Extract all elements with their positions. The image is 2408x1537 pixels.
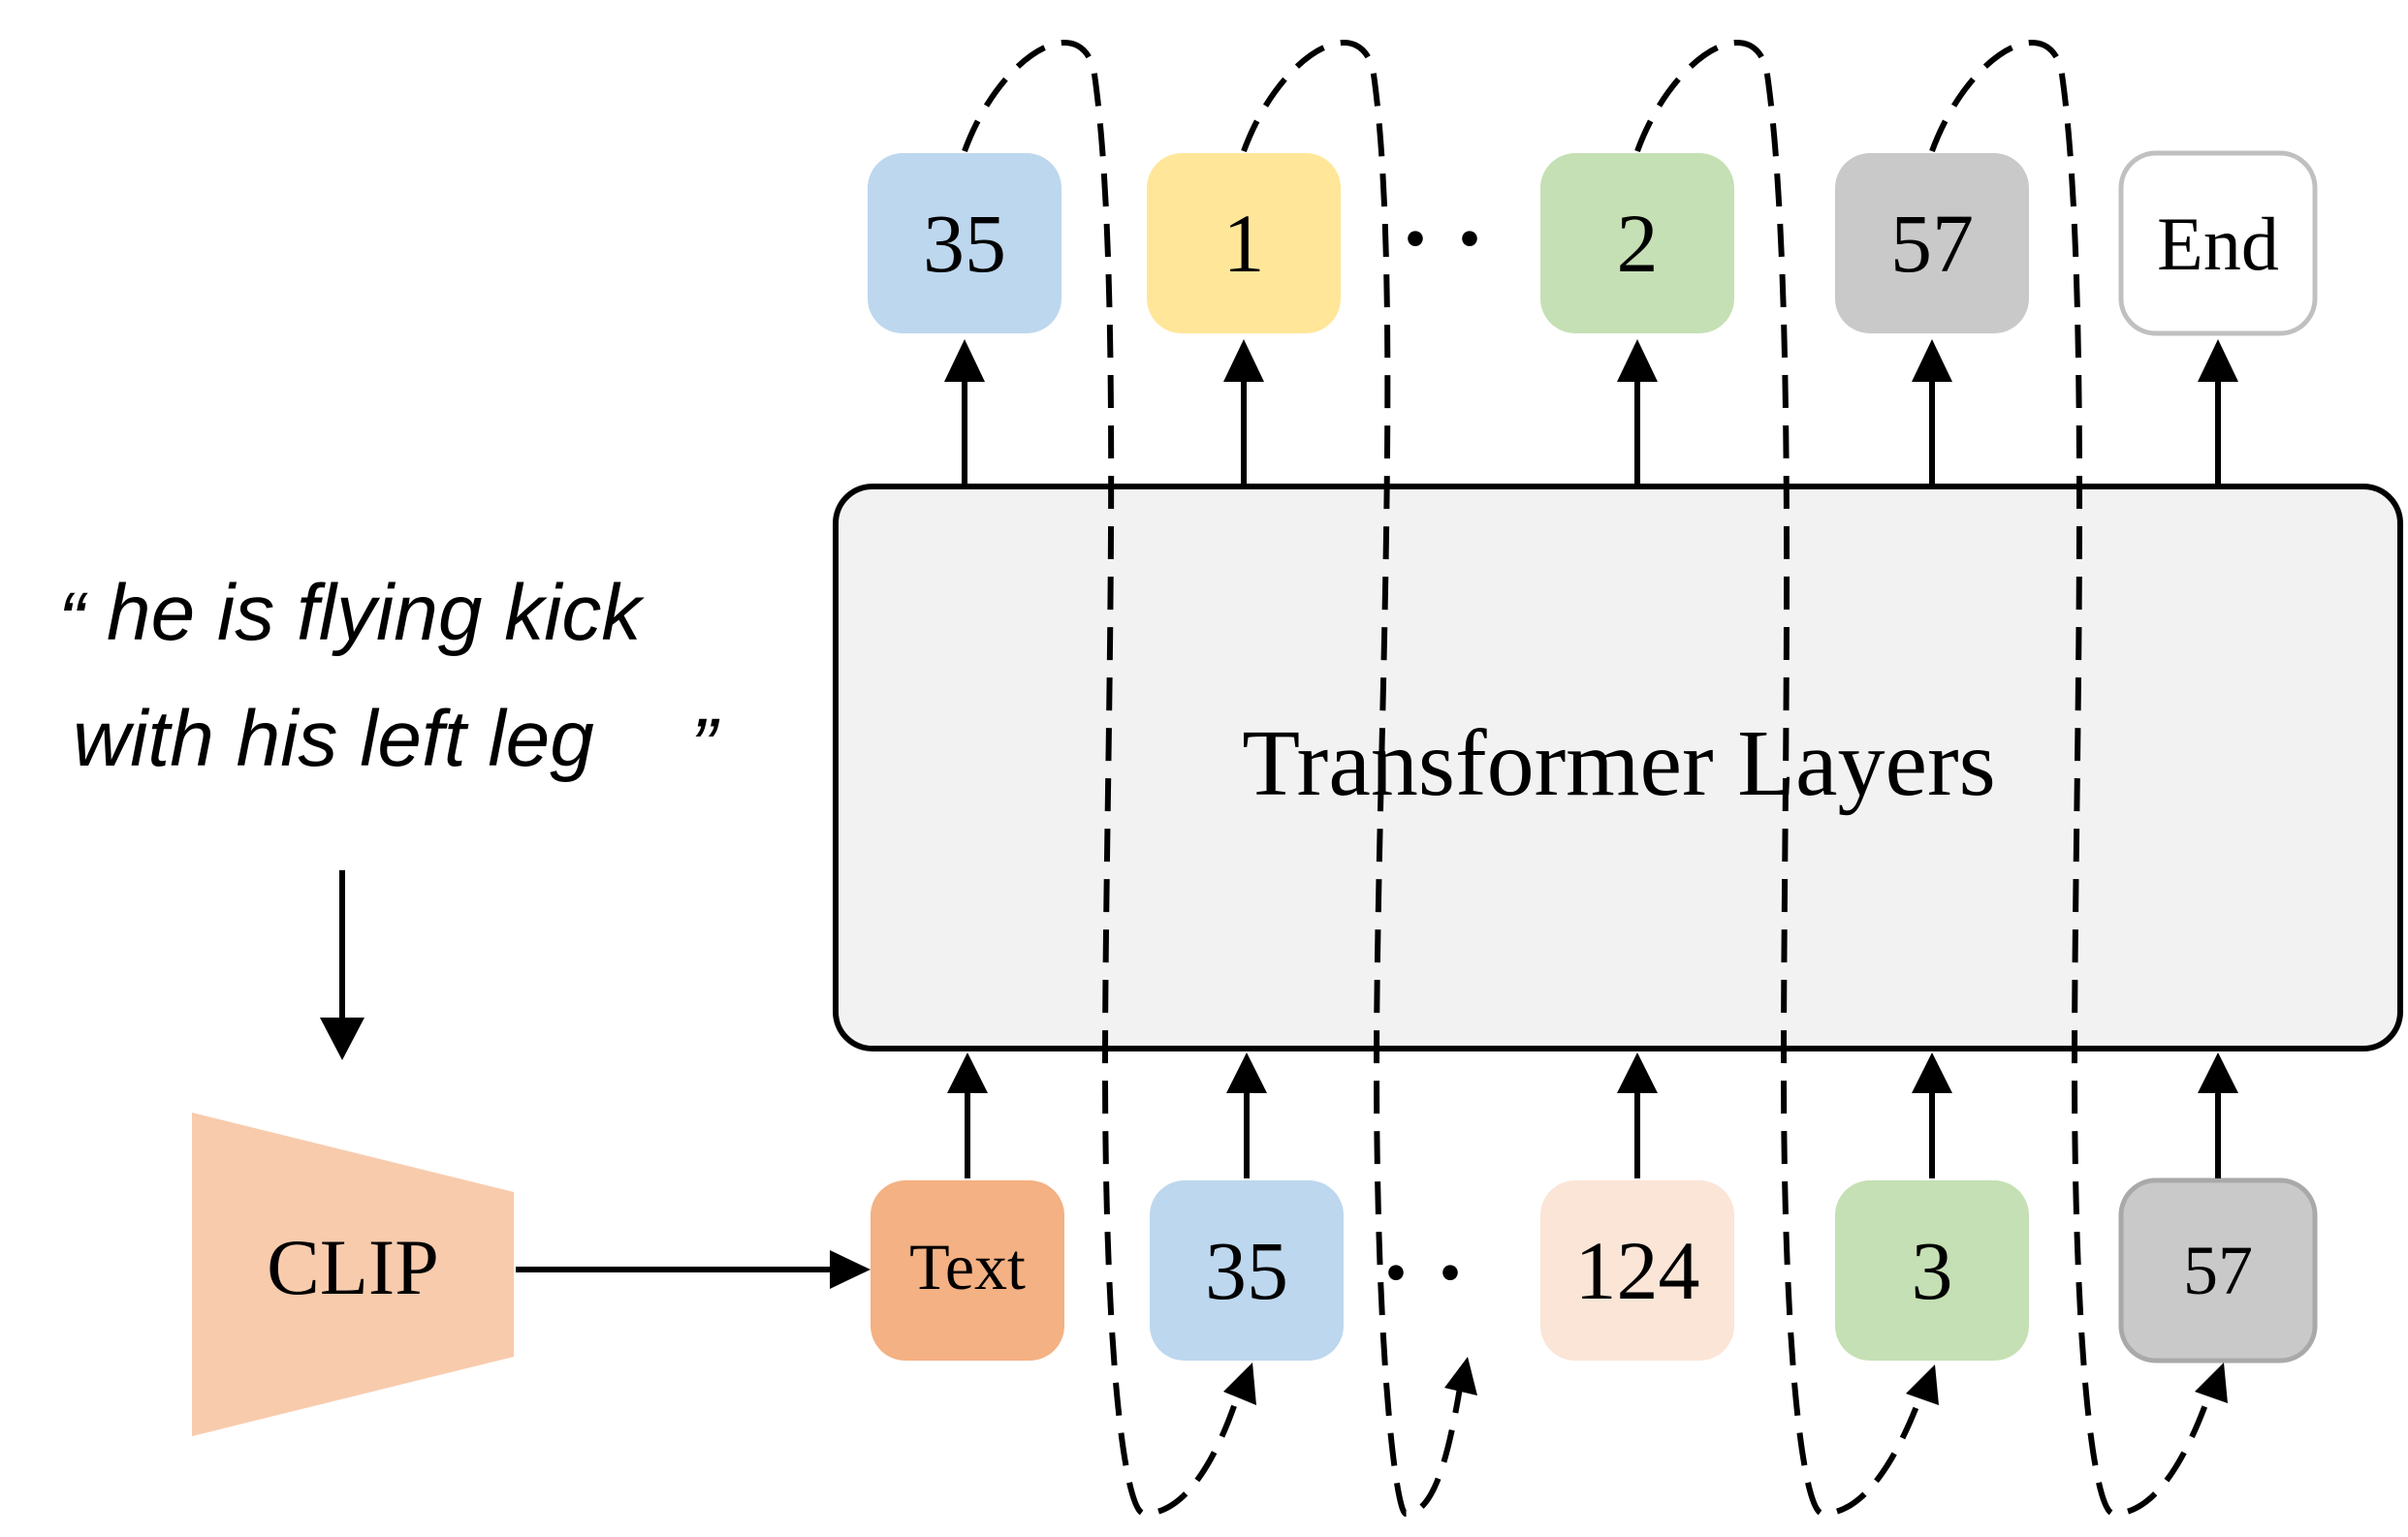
input-token: 57 xyxy=(2118,1177,2318,1364)
input-arrow xyxy=(2198,1052,2238,1178)
input-arrow xyxy=(1617,1052,1658,1178)
output-ellipsis: · · xyxy=(1400,186,1485,290)
input-token-label: 35 xyxy=(1205,1224,1288,1317)
transformer-block xyxy=(833,484,2403,1051)
output-arrow xyxy=(944,339,985,485)
input-token: Text xyxy=(871,1180,1064,1361)
output-token-label: 35 xyxy=(923,197,1006,290)
input-token: 3 xyxy=(1835,1180,2029,1361)
input-arrow xyxy=(947,1052,988,1178)
output-arrow xyxy=(1223,339,1264,485)
caption-to-clip-arrow xyxy=(320,870,364,1060)
clip-encoder xyxy=(192,1113,514,1436)
feedback-loop xyxy=(1241,39,1465,1518)
input-token: 35 xyxy=(1150,1180,1344,1361)
input-arrow xyxy=(1912,1052,1952,1178)
output-token: 35 xyxy=(868,153,1061,333)
feedback-loops xyxy=(962,39,2215,1518)
caption-close-quote: ” xyxy=(690,703,720,791)
output-token: 2 xyxy=(1540,153,1734,333)
output-token-label: End xyxy=(2157,202,2279,286)
output-token: 1 xyxy=(1147,153,1341,333)
feedback-arrowhead xyxy=(1444,1357,1477,1396)
caption-line-1: he is flying kick xyxy=(107,569,645,657)
output-token-label: 1 xyxy=(1223,197,1265,290)
input-arrows xyxy=(947,1052,2238,1178)
clip-label: CLIP xyxy=(267,1223,439,1311)
output-token: End xyxy=(2118,150,2318,336)
input-token-label: 124 xyxy=(1575,1224,1700,1317)
caption-line-2: with his left leg xyxy=(73,695,594,783)
feedback-loop xyxy=(1929,39,2215,1518)
output-token: 57 xyxy=(1835,153,2029,333)
input-ellipsis: · · xyxy=(1380,1220,1466,1324)
feedback-arrowheads xyxy=(1223,1357,2228,1405)
feedback-arrowhead xyxy=(1906,1364,1939,1405)
feedback-arrowhead xyxy=(2195,1363,2228,1403)
caption-open-quote: “ xyxy=(58,577,88,665)
output-token-label: 2 xyxy=(1617,197,1659,290)
output-arrow xyxy=(1912,339,1952,485)
output-token-label: 57 xyxy=(1890,197,1974,290)
clip-to-text-arrow xyxy=(516,1250,871,1289)
input-token-label: 3 xyxy=(1912,1224,1953,1317)
output-arrows xyxy=(944,339,2238,485)
feedback-loop xyxy=(962,39,1244,1518)
input-arrow xyxy=(1226,1052,1267,1178)
input-token-label: Text xyxy=(909,1230,1026,1303)
input-token: 124 xyxy=(1540,1180,1734,1361)
output-arrow xyxy=(1617,339,1658,485)
input-token-label: 57 xyxy=(2183,1232,2253,1309)
feedback-loop xyxy=(1634,39,1927,1518)
output-arrow xyxy=(2198,339,2238,485)
transformer-label: Transformer Layers xyxy=(1242,711,1995,816)
feedback-arrowhead xyxy=(1223,1363,1256,1405)
